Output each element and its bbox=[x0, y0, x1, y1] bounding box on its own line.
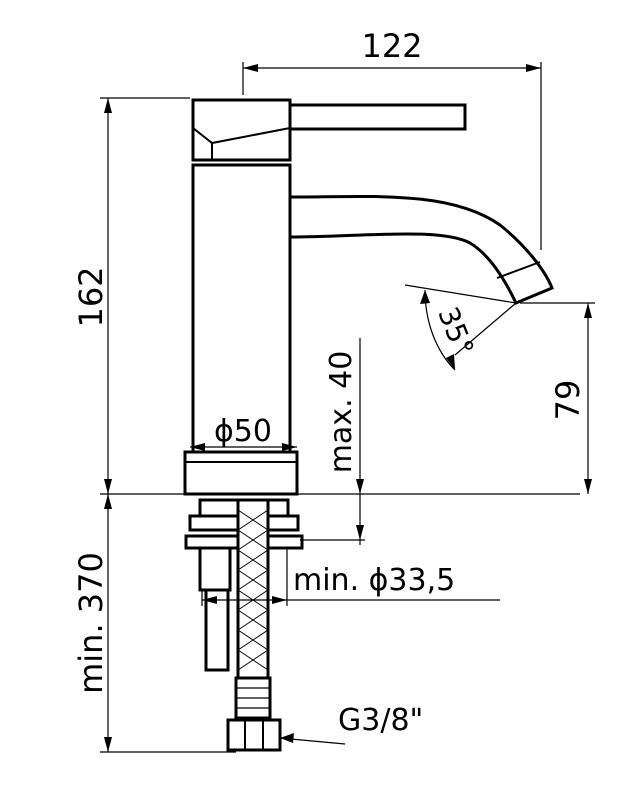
dimension-width-label: 122 bbox=[361, 27, 422, 65]
faucet-column bbox=[191, 163, 292, 454]
faucet-base bbox=[183, 450, 299, 496]
thread-label: G3/8" bbox=[338, 703, 423, 738]
dimension-min-hole-label: min. ϕ33,5 bbox=[293, 563, 455, 598]
dimension-height-label: 162 bbox=[72, 266, 110, 327]
threaded-rod bbox=[204, 588, 230, 672]
dimension-hose-length: min. 370 bbox=[72, 494, 236, 753]
thread-callout: G3/8" bbox=[279, 703, 423, 745]
dimension-angle-label: 35° bbox=[431, 302, 480, 360]
dimension-spout-height-label: 79 bbox=[549, 380, 587, 421]
mounting-stud bbox=[198, 546, 232, 592]
dimension-base-diameter-label: ϕ50 bbox=[214, 414, 272, 449]
dimension-min-hole: min. ϕ33,5 bbox=[201, 548, 500, 606]
thread-nut bbox=[226, 718, 282, 752]
dimension-spout-height: 79 bbox=[520, 302, 595, 494]
mounting-assembly bbox=[184, 498, 304, 752]
dimension-max-thickness-label: max. 40 bbox=[324, 351, 359, 474]
faucet-cap bbox=[191, 98, 292, 162]
faucet-spout bbox=[288, 194, 554, 305]
dimension-height: 162 bbox=[72, 97, 580, 495]
dimension-max-thickness: max. 40 bbox=[300, 338, 365, 545]
faucet-body bbox=[183, 98, 554, 496]
dimension-hose-length-label: min. 370 bbox=[72, 552, 110, 694]
dimension-width: 122 bbox=[242, 27, 542, 250]
spout-aerator-line bbox=[496, 261, 541, 279]
dimension-base-diameter: ϕ50 bbox=[190, 414, 297, 451]
lever-handle bbox=[288, 103, 467, 131]
ferrule-grooves bbox=[236, 687, 270, 709]
dimension-angle: 35° bbox=[404, 284, 517, 371]
